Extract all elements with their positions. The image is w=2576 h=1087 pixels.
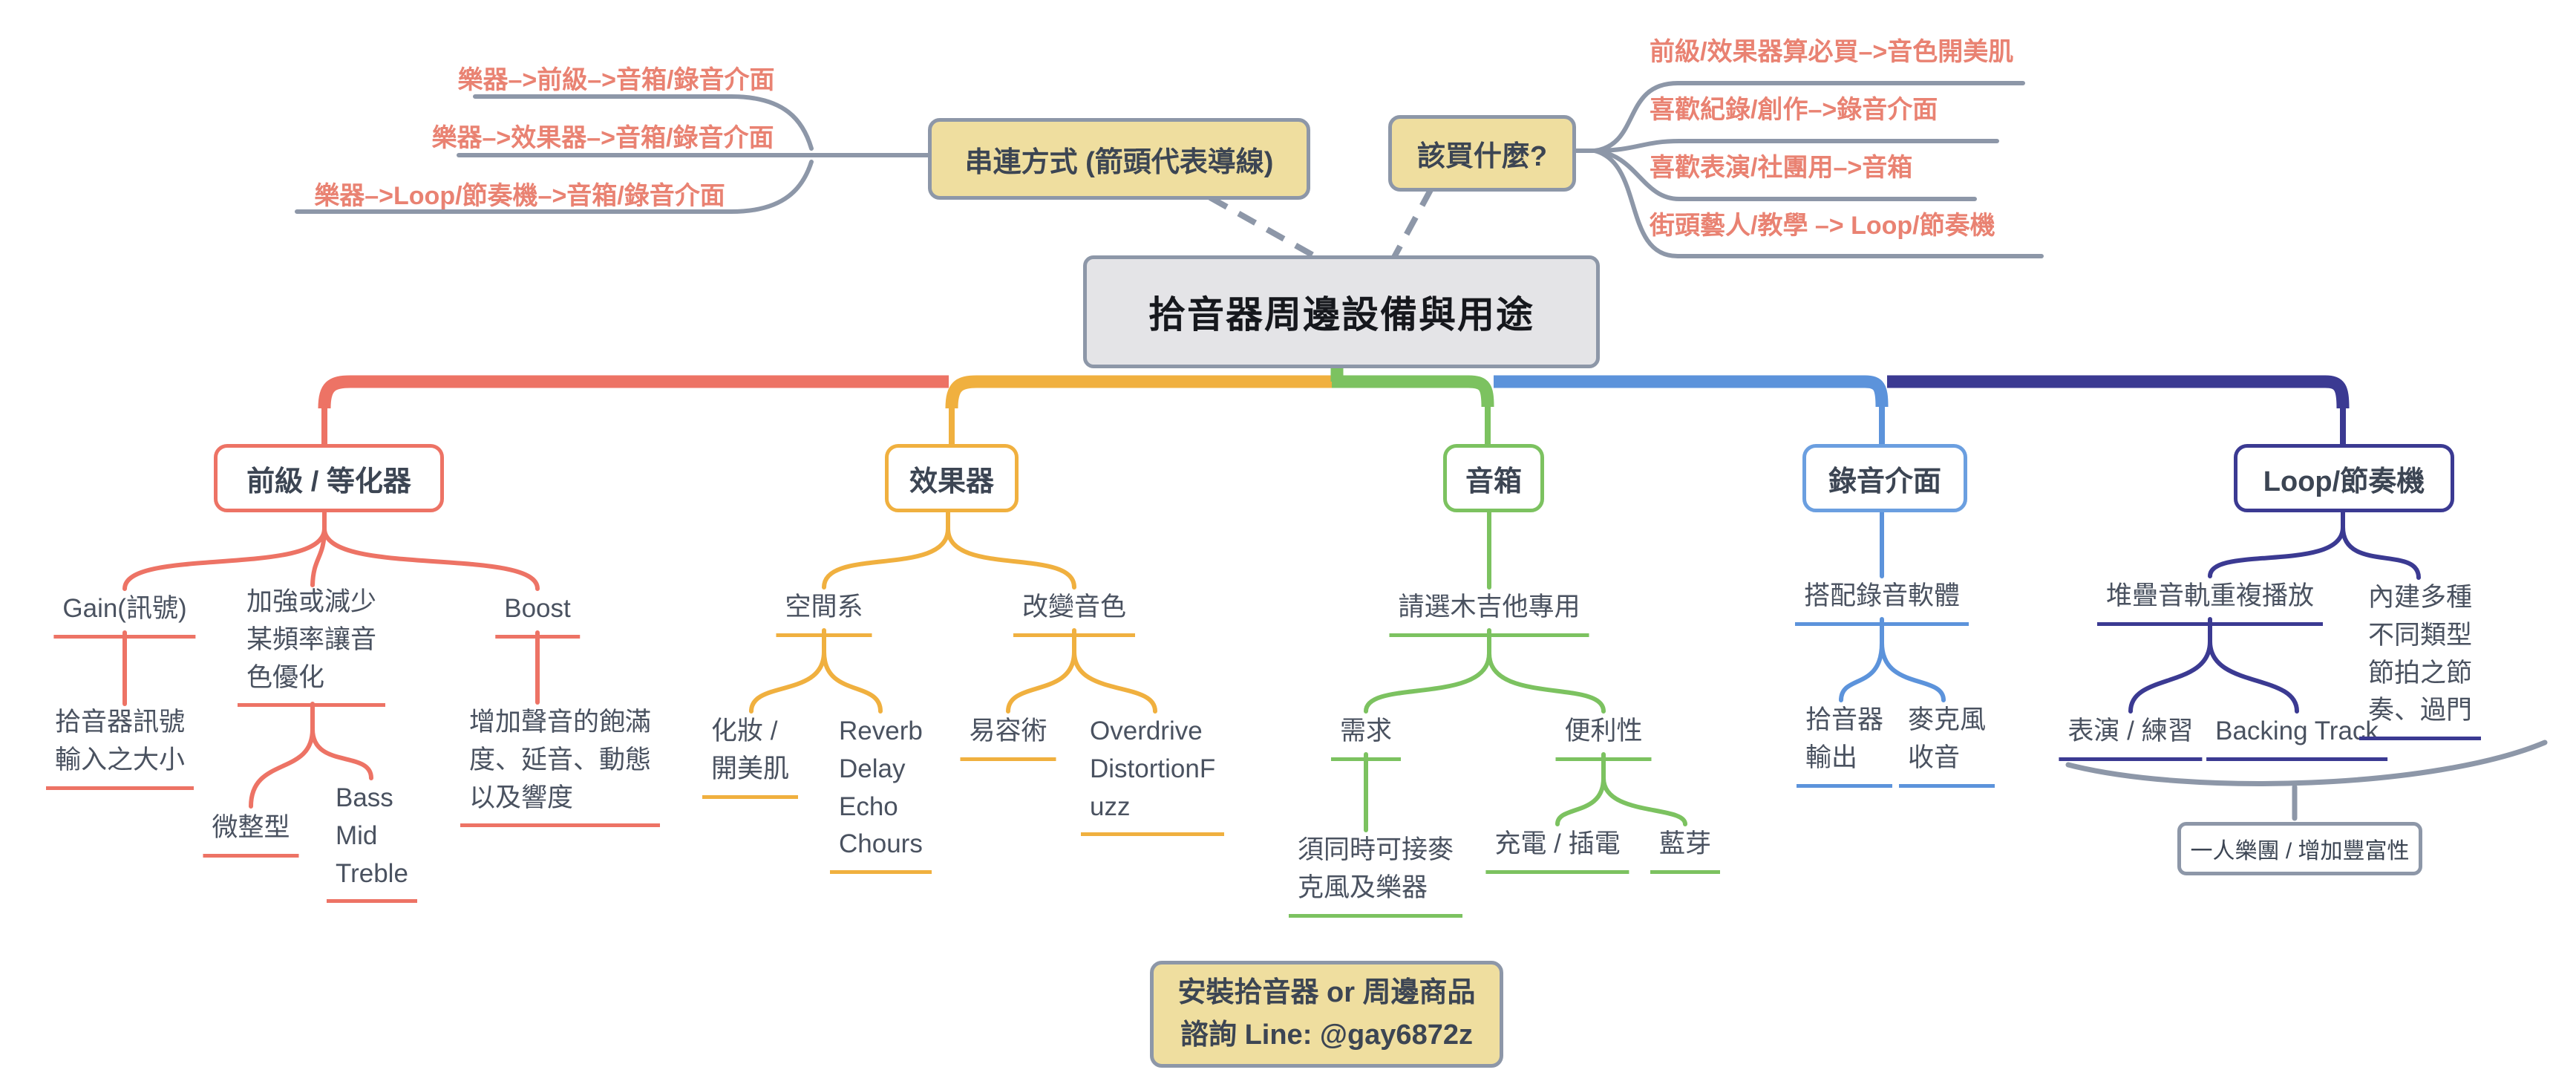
- branch-box-preamp: 前級 / 等化器: [214, 444, 444, 512]
- node-boost-desc: 增加聲音的飽滿 度、延音、動態 以及響度: [460, 704, 661, 828]
- buy-guide-item: 前級/效果器算必買–>音色開美肌: [1650, 38, 2014, 66]
- node-gain: Gain(訊號): [53, 590, 196, 639]
- amp-connectors: [1364, 504, 1687, 832]
- node-convenience: 便利性: [1555, 713, 1652, 761]
- node-loop-backing: Backing Track: [2206, 713, 2387, 761]
- page-title: 拾音器周邊設備與用途: [1083, 255, 1600, 368]
- fx-connectors: [749, 504, 1157, 714]
- node-pickup-out: 拾音器 輸出: [1797, 702, 1893, 788]
- node-tone-fx: 改變音色: [1013, 589, 1136, 637]
- serial-route-item: 樂器–>前級–>音箱/錄音介面: [457, 66, 775, 94]
- serial-route-item: 樂器–>Loop/節奏機–>音箱/錄音介面: [314, 182, 725, 210]
- node-loop-stack: 堆疊音軌重複播放: [2096, 578, 2324, 626]
- node-space-fx: 空間系: [776, 589, 872, 637]
- node-tone-types: Overdrive DistortionF uzz: [1081, 713, 1225, 837]
- node-space-makeup: 化妝 / 開美肌: [702, 713, 799, 799]
- node-need-desc: 須同時可接麥 克風及樂器: [1289, 832, 1463, 918]
- buy-bracket-lines: [1566, 81, 2044, 258]
- node-eq-bands: Bass Mid Treble: [327, 780, 417, 904]
- node-amp-note: 請選木吉他專用: [1389, 589, 1589, 637]
- spine-drops: [321, 402, 2346, 447]
- buy-guide-item: 喜歡表演/社團用–>音箱: [1650, 154, 1913, 182]
- looper-summary-bracket: [2065, 740, 2548, 821]
- node-loop-perform: 表演 / 練習: [2059, 713, 2203, 761]
- node-mic-in: 麥克風 收音: [1899, 702, 1995, 788]
- branch-box-rec: 錄音介面: [1802, 444, 1967, 512]
- serial-method-tag: 串連方式 (箭頭代表導線): [928, 118, 1310, 200]
- branch-box-fx: 效果器: [885, 444, 1019, 512]
- node-loop-builtin: 內建多種 不同類型 節拍之節 奏、過門: [2359, 579, 2482, 740]
- node-gain-desc: 拾音器訊號 輸入之大小: [46, 704, 194, 790]
- node-rec-note: 搭配錄音軟體: [1794, 578, 1969, 626]
- node-need: 需求: [1330, 713, 1402, 761]
- preamp-connectors: [122, 504, 540, 809]
- node-bluetooth: 藍芽: [1650, 826, 1721, 874]
- node-space-types: Reverb Delay Echo Chours: [830, 713, 932, 874]
- serial-route-item: 樂器–>效果器–>音箱/錄音介面: [431, 124, 774, 152]
- node-power: 充電 / 插電: [1485, 826, 1629, 874]
- node-boost: Boost: [495, 590, 580, 639]
- branch-box-amp: 音箱: [1443, 444, 1544, 512]
- what-to-buy-tag: 該買什麼?: [1388, 115, 1576, 192]
- spine-bar: [318, 361, 2350, 409]
- contact-note-box: 安裝拾音器 or 周邊商品 諮詢 Line: @gay6872z: [1150, 961, 1503, 1068]
- looper-summary-box: 一人樂團 / 增加豐富性: [2177, 822, 2422, 875]
- buy-guide-item: 喜歡紀錄/創作–>錄音介面: [1650, 96, 1938, 124]
- buy-guide-item: 街頭藝人/教學 –> Loop/節奏機: [1650, 212, 1995, 240]
- node-eq: 加強或減少 某頻率讓音 色優化: [238, 584, 386, 708]
- serial-bracket-lines: [295, 94, 930, 214]
- node-eq-minor: 微整型: [203, 809, 299, 858]
- node-tone-alias: 易容術: [960, 713, 1056, 761]
- dashed-links: [1209, 187, 1434, 263]
- branch-box-looper: Loop/節奏機: [2234, 444, 2454, 512]
